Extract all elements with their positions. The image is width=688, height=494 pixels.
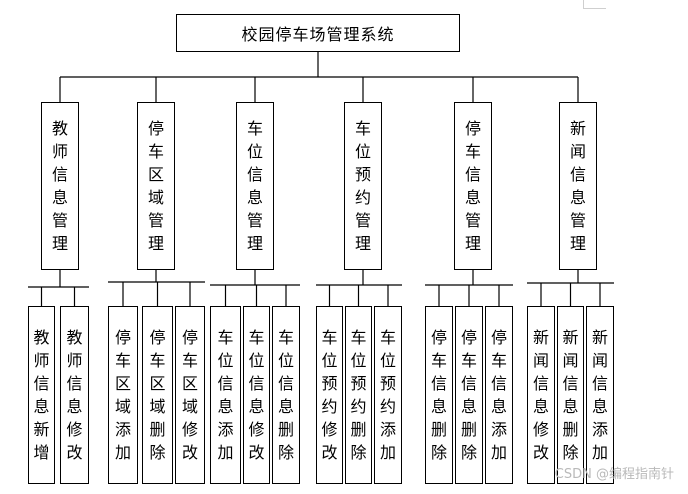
function-box-label: 新闻信息修改 bbox=[532, 328, 549, 462]
function-box: 停车信息删除 bbox=[425, 306, 453, 484]
page-corner-mark bbox=[583, 0, 606, 9]
function-box-label: 教师信息修改 bbox=[66, 328, 83, 462]
function-box: 车位预约删除 bbox=[345, 306, 372, 484]
module-box: 停车区域管理 bbox=[137, 102, 175, 270]
function-box-label: 新闻信息添加 bbox=[591, 328, 608, 462]
function-box-label: 车位预约添加 bbox=[379, 328, 396, 462]
function-box-label: 停车信息删除 bbox=[430, 328, 447, 462]
system-title: 校园停车场管理系统 bbox=[241, 25, 395, 44]
module-box: 车位预约管理 bbox=[344, 102, 382, 270]
function-box: 停车信息删除 bbox=[455, 306, 483, 484]
module-box: 停车信息管理 bbox=[454, 102, 492, 270]
module-box: 车位信息管理 bbox=[236, 102, 274, 270]
function-box: 教师信息新增 bbox=[28, 306, 55, 484]
module-box-label: 教师信息管理 bbox=[51, 119, 68, 253]
module-box: 新闻信息管理 bbox=[559, 102, 597, 270]
function-box-label: 停车区域删除 bbox=[149, 328, 166, 462]
function-box: 车位预约修改 bbox=[316, 306, 343, 484]
watermark: CSDN @编程指南针 bbox=[554, 467, 674, 482]
system-root-box: 校园停车场管理系统 bbox=[176, 14, 460, 52]
function-box: 停车区域删除 bbox=[142, 306, 173, 484]
function-box: 停车信息添加 bbox=[485, 306, 513, 484]
module-box-label: 车位信息管理 bbox=[246, 119, 263, 253]
function-box-label: 教师信息新增 bbox=[33, 328, 50, 462]
function-box-label: 车位信息修改 bbox=[248, 328, 265, 462]
function-box-label: 停车区域添加 bbox=[114, 328, 131, 462]
function-box-label: 车位预约修改 bbox=[321, 328, 338, 462]
function-box: 停车区域修改 bbox=[175, 306, 205, 484]
function-box: 车位信息添加 bbox=[210, 306, 241, 484]
function-box: 新闻信息添加 bbox=[586, 306, 614, 484]
function-box-label: 车位预约删除 bbox=[350, 328, 367, 462]
function-box: 车位信息删除 bbox=[272, 306, 300, 484]
module-box-label: 车位预约管理 bbox=[354, 119, 371, 253]
function-box-label: 车位信息删除 bbox=[277, 328, 294, 462]
function-box: 停车区域添加 bbox=[108, 306, 138, 484]
module-box: 教师信息管理 bbox=[41, 102, 79, 270]
function-box-label: 停车区域修改 bbox=[181, 328, 198, 462]
module-box-label: 新闻信息管理 bbox=[569, 119, 586, 253]
function-box: 车位预约添加 bbox=[374, 306, 402, 484]
function-box: 新闻信息删除 bbox=[557, 306, 584, 484]
module-box-label: 停车信息管理 bbox=[464, 119, 481, 253]
function-box: 新闻信息修改 bbox=[527, 306, 555, 484]
module-box-label: 停车区域管理 bbox=[147, 119, 164, 253]
function-box-label: 停车信息添加 bbox=[490, 328, 507, 462]
function-box-label: 停车信息删除 bbox=[460, 328, 477, 462]
function-box-label: 车位信息添加 bbox=[217, 328, 234, 462]
function-box-label: 新闻信息删除 bbox=[562, 328, 579, 462]
function-box: 教师信息修改 bbox=[60, 306, 89, 484]
function-box: 车位信息修改 bbox=[243, 306, 270, 484]
